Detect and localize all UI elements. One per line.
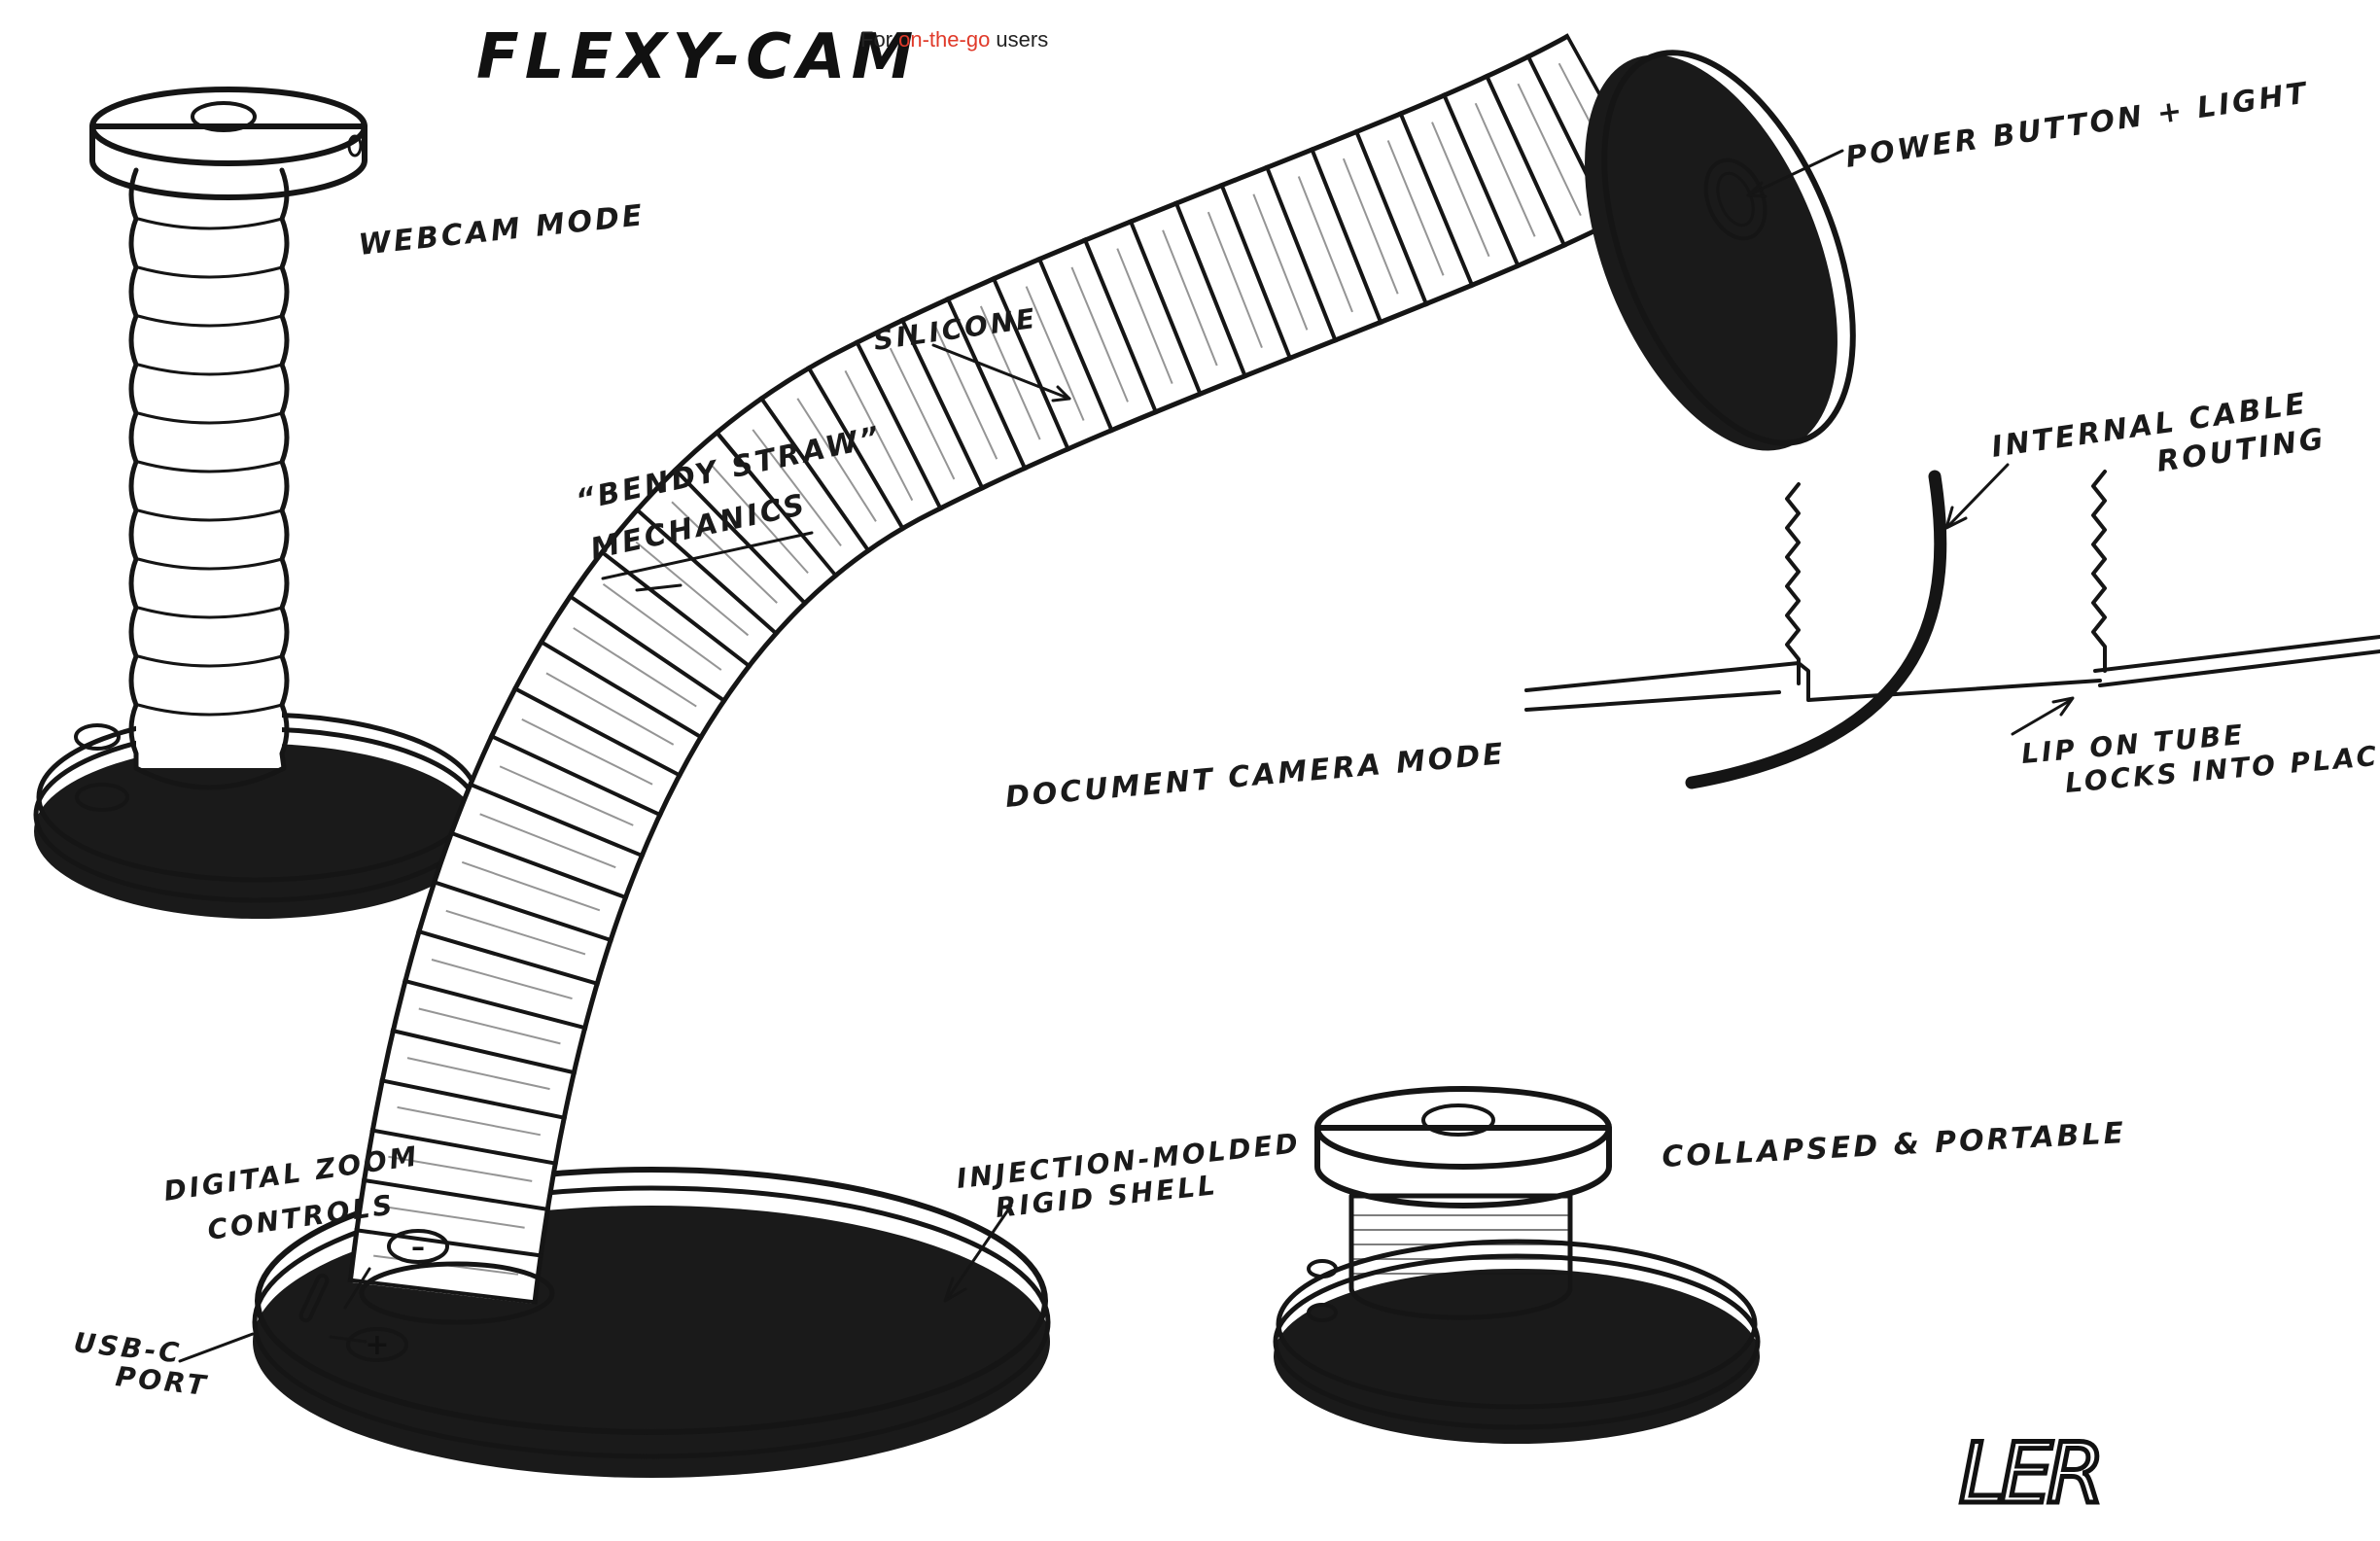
usb-c-port <box>298 1273 330 1323</box>
leader-lines <box>178 149 2075 1363</box>
sketch-title: FLEXY-CAM <box>476 21 919 93</box>
lip-detail <box>1524 470 2380 789</box>
collapsed-device <box>1273 1086 1761 1444</box>
zoom-plus-button <box>346 1327 408 1362</box>
signature-mark: LER <box>1959 1425 2099 1523</box>
sketch-subtitle: For on-the-go users <box>860 27 1048 52</box>
zoom-minus-button <box>387 1229 449 1264</box>
zoom-plus-glyph: + <box>365 1328 389 1362</box>
zoom-minus-glyph: – <box>411 1231 425 1263</box>
document-camera-device: – + <box>252 33 1856 1478</box>
